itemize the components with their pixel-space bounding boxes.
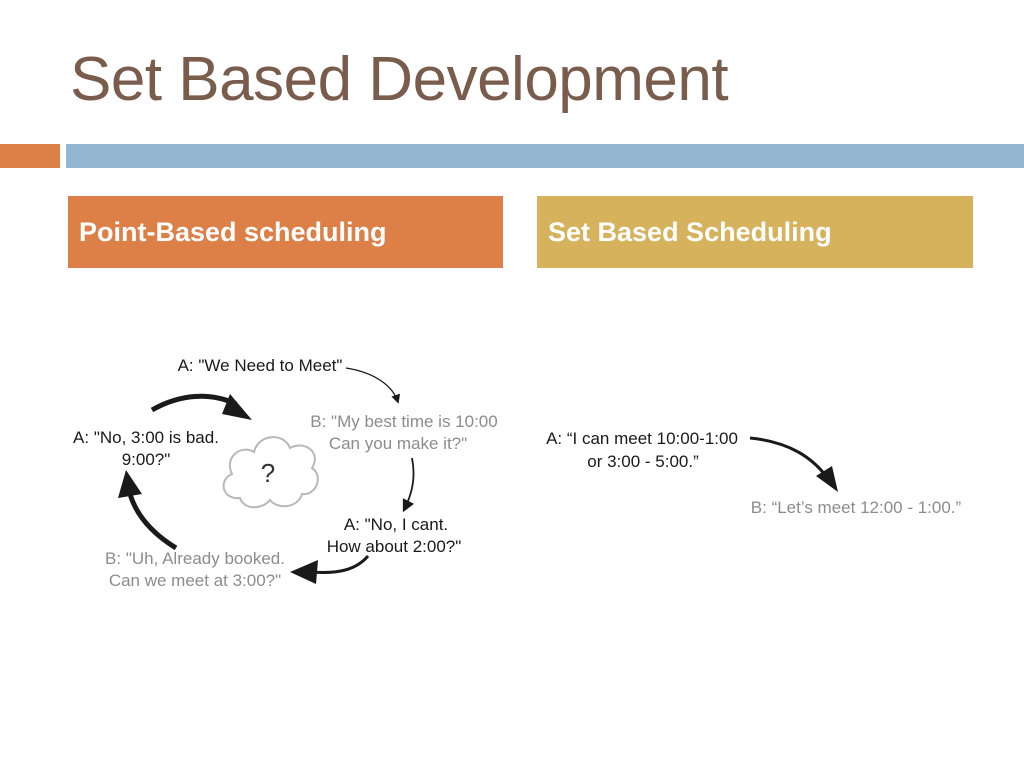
set-a-line1: A: “I can meet 10:00-1:00 (546, 429, 738, 448)
set-b-line: B: “Let’s meet 12:00 - 1:00.” (751, 498, 962, 517)
accent-bar-orange (0, 144, 60, 168)
arrow-booked-to-bad (118, 470, 178, 551)
point-based-header-label: Point-Based scheduling (79, 216, 387, 247)
cloud-question-mark: ? (261, 458, 275, 488)
arrow-set-a-to-b (749, 436, 838, 492)
accent-bar-blue (66, 144, 1024, 168)
a-cant-line2: How about 2:00?" (327, 537, 462, 556)
set-based-header-label: Set Based Scheduling (548, 216, 832, 247)
arrow-bad-to-best-time (150, 393, 252, 420)
arrow-cant-to-booked (290, 554, 370, 584)
a-need-meet-text: A: "We Need to Meet" (178, 356, 343, 375)
arrow-best-time-to-cant (402, 457, 415, 513)
a-bad-line1: A: "No, 3:00 is bad. (73, 428, 219, 447)
b-best-time-line1: B: "My best time is 10:00 (310, 412, 497, 431)
set-based-header: Set Based Scheduling (537, 196, 973, 268)
arrow-meet-to-best-time (345, 367, 401, 404)
point-based-header: Point-Based scheduling (68, 196, 503, 268)
b-best-time-line2: Can you make it?" (329, 434, 467, 453)
b-booked-line2: Can we meet at 3:00?" (109, 571, 281, 590)
set-a-line2: or 3:00 - 5:00.” (587, 452, 699, 471)
a-cant-line1: A: "No, I cant. (344, 515, 448, 534)
a-bad-line2: 9:00?" (122, 450, 171, 469)
b-booked-line1: B: "Uh, Already booked. (105, 549, 285, 568)
slide-title: Set Based Development (70, 45, 729, 114)
thought-cloud-icon: ? (222, 436, 319, 509)
